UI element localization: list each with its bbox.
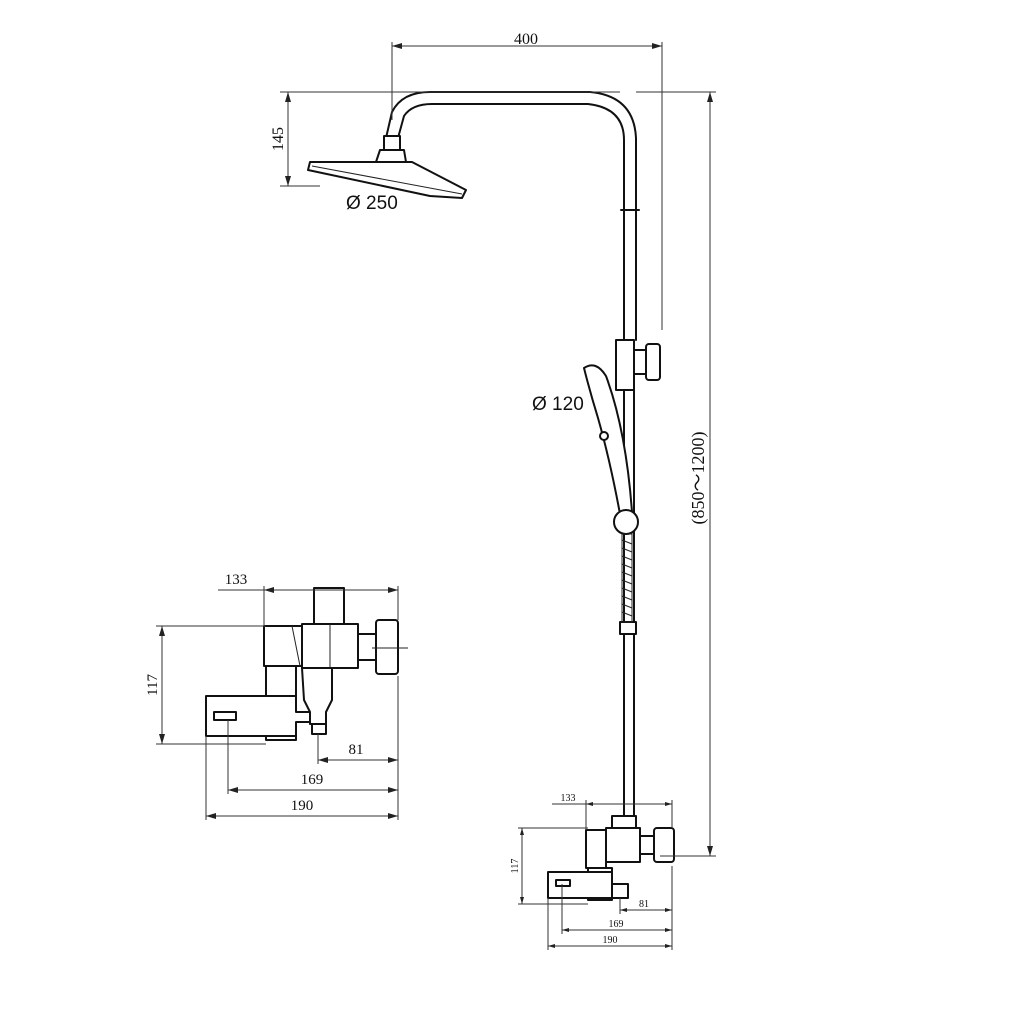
dim-133L-arrow-right xyxy=(388,587,398,593)
head-plate-edge xyxy=(311,165,463,195)
dim-133S-arrow-right xyxy=(665,802,672,806)
dim-400-arrow-left xyxy=(392,43,402,49)
mixer-small-body xyxy=(605,827,641,863)
label-large-133: 133 xyxy=(225,572,248,588)
dim-height-arrow-bottom xyxy=(707,846,713,856)
label-large-169: 169 xyxy=(301,772,324,788)
mixer-large-wall-seam xyxy=(291,625,301,667)
dim-169S-arrow-right xyxy=(665,928,672,932)
mixer-large xyxy=(205,587,408,741)
mixer-large-top-pipe xyxy=(313,587,345,625)
label-height-range: (850～1200) xyxy=(688,432,709,525)
hose-coil xyxy=(621,539,633,617)
mixer-small-outlet xyxy=(555,879,571,887)
head-nut xyxy=(383,135,401,151)
dim-height-arrow-top xyxy=(707,92,713,102)
dim-117L-arrow-top xyxy=(159,626,165,636)
label-small-81: 81 xyxy=(639,899,649,910)
dimension-labels: 400 145 Ø 250 Ø 120 (850～1200) 133 117 8… xyxy=(145,31,709,946)
dim-145-arrow-top xyxy=(285,92,291,102)
slide-holder-stem xyxy=(633,349,647,375)
dim-169L-arrow-right xyxy=(388,787,398,793)
dim-400-arrow-right xyxy=(652,43,662,49)
label-small-169: 169 xyxy=(609,919,624,930)
label-large-81: 81 xyxy=(349,742,364,758)
dim-117S-arrow-top xyxy=(520,828,524,835)
dim-81L-arrow-left xyxy=(318,757,328,763)
dim-145-arrow-bottom xyxy=(285,176,291,186)
dim-190L-arrow-right xyxy=(388,813,398,819)
slide-holder-knob xyxy=(645,343,661,381)
dim-117L-arrow-bottom xyxy=(159,734,165,744)
head-ball-joint xyxy=(375,149,407,163)
mixer-small-stem xyxy=(639,835,655,855)
dim-190S-arrow-right xyxy=(665,944,672,948)
dim-81L-arrow-right xyxy=(388,757,398,763)
label-large-117: 117 xyxy=(145,674,161,696)
dim-190S-arrow-left xyxy=(548,944,555,948)
riser-clamp xyxy=(619,621,637,635)
label-head-diameter: Ø 250 xyxy=(346,193,398,214)
mixer-small-diverter xyxy=(611,883,629,899)
slide-holder xyxy=(615,339,635,391)
dimension-lines xyxy=(156,42,716,950)
overhead-arm-inner xyxy=(397,103,625,211)
dim-133L-arrow-left xyxy=(264,587,274,593)
dim-169S-arrow-left xyxy=(562,928,569,932)
label-small-133: 133 xyxy=(561,793,576,804)
label-head-drop: 145 xyxy=(270,127,287,151)
label-large-190: 190 xyxy=(291,798,314,814)
mixer-small-wall xyxy=(585,829,607,869)
mixer-small-handle xyxy=(653,827,675,863)
label-small-190: 190 xyxy=(603,935,618,946)
hand-shower-holder xyxy=(613,509,639,535)
mixer-large-outlet xyxy=(213,711,237,721)
mixer-small xyxy=(547,815,675,901)
dim-117S-arrow-bottom xyxy=(520,897,524,904)
dim-169L-arrow-left xyxy=(228,787,238,793)
mixer-small-top-pipe xyxy=(611,815,637,829)
shower-column xyxy=(385,91,661,816)
mixer-large-handle xyxy=(375,619,399,675)
label-small-117: 117 xyxy=(510,859,521,874)
label-arm-length: 400 xyxy=(514,31,538,48)
hand-shower-button xyxy=(599,431,609,441)
dim-190L-arrow-left xyxy=(206,813,216,819)
shower-hose xyxy=(621,533,633,623)
hand-shower xyxy=(583,364,639,623)
dim-81S-arrow-left xyxy=(620,908,627,912)
mixer-large-stem xyxy=(357,633,377,661)
head-shower xyxy=(307,135,467,199)
dim-133S-arrow-left xyxy=(586,802,593,806)
dim-81S-arrow-right xyxy=(665,908,672,912)
mixer-large-diverter-nut xyxy=(311,723,327,735)
label-hand-diameter: Ø 120 xyxy=(532,394,584,415)
